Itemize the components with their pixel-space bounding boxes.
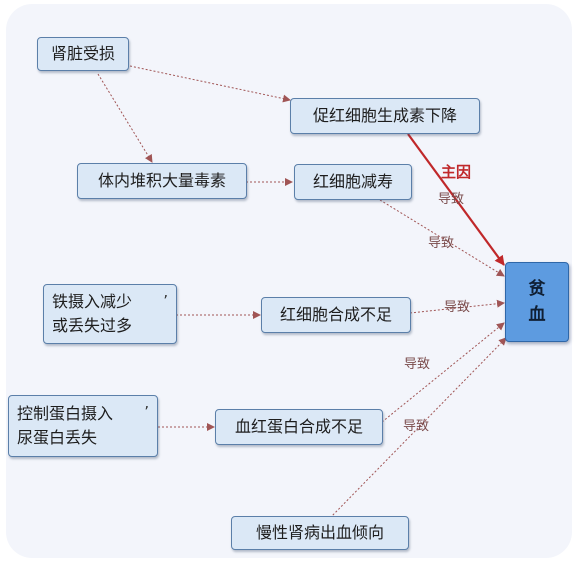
edge-kidney-to-epo (129, 65, 291, 103)
node-epo-decrease: 促红细胞生成素下降 (290, 98, 480, 134)
node-iron-intake-line-2: 或丢失过多 (52, 316, 133, 335)
node-iron-intake: 铁摄入减少 或丢失过多 ’ (43, 284, 177, 344)
node-hemoglobin-synthesis: 血红蛋白合成不足 (215, 409, 383, 445)
label-cause-3: 导致 (444, 300, 471, 315)
node-toxin-accumulation-text: 体内堆积大量毒素 (97, 171, 226, 190)
node-protein-intake-line-2: 尿蛋白丢失 (17, 428, 98, 447)
node-anemia: 贫 血 (505, 262, 569, 342)
label-cause-5: 导致 (403, 419, 430, 434)
node-rbc-synthesis-text: 红细胞合成不足 (279, 305, 392, 324)
edge-rbc-lifespan-to-anemia (379, 199, 505, 277)
label-main-cause: 主因 (441, 163, 472, 181)
node-kidney-damage: 肾脏受损 (37, 37, 129, 71)
node-rbc-synthesis: 红细胞合成不足 (261, 297, 411, 333)
edge-epo-to-anemia-main (407, 133, 505, 266)
label-cause-2: 导致 (428, 236, 455, 251)
label-cause-4: 导致 (404, 357, 431, 372)
node-epo-decrease-text: 促红细胞生成素下降 (312, 106, 457, 125)
edge-hemoglobin-to-anemia (381, 322, 505, 423)
node-rbc-lifespan: 红细胞减寿 (294, 164, 412, 200)
node-kidney-damage-text: 肾脏受损 (50, 44, 115, 63)
node-protein-intake-mark: ’ (144, 403, 149, 421)
node-iron-intake-mark: ’ (163, 292, 168, 310)
node-anemia-char-1: 贫 (528, 279, 546, 299)
node-iron-intake-line-1: 铁摄入减少 (52, 292, 133, 311)
node-anemia-char-2: 血 (528, 305, 546, 325)
node-protein-intake-line-1: 控制蛋白摄入 (17, 404, 114, 423)
node-chronic-bleeding-text: 慢性肾病出血倾向 (255, 523, 384, 542)
node-hemoglobin-synthesis-text: 血红蛋白合成不足 (234, 417, 363, 436)
node-rbc-lifespan-text: 红细胞减寿 (312, 172, 393, 191)
node-toxin-accumulation: 体内堆积大量毒素 (77, 163, 247, 199)
node-chronic-bleeding: 慢性肾病出血倾向 (231, 516, 409, 550)
label-cause-1: 导致 (438, 192, 465, 207)
node-protein-intake: 控制蛋白摄入 尿蛋白丢失 ’ (8, 395, 158, 457)
edge-kidney-to-toxin (97, 73, 153, 163)
edge-bleeding-to-anemia (329, 337, 507, 519)
